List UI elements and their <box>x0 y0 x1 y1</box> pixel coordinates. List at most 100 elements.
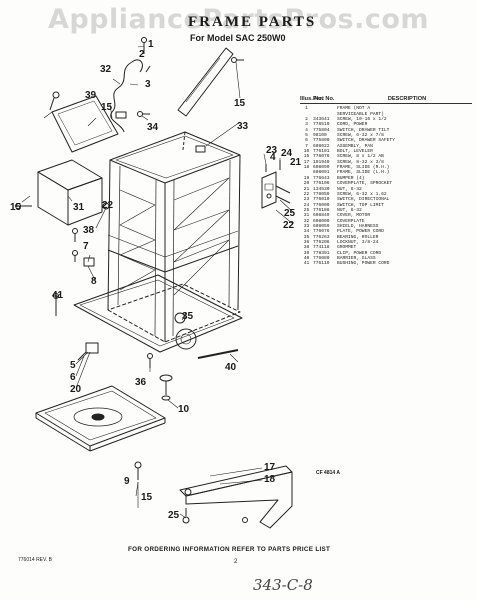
slide-frame-lower <box>179 465 293 529</box>
cell-description: NUT, 6-32 <box>337 186 362 192</box>
cell-illus-no: 15 <box>303 154 310 160</box>
cell-illus-no: 18 <box>303 165 310 171</box>
cell-part-no: 608009 <box>313 218 330 224</box>
callout-15b: 15 <box>234 98 246 109</box>
screws <box>15 37 281 524</box>
cell-illus-no: 24 <box>303 202 310 208</box>
callout-15a: 15 <box>101 102 113 113</box>
cell-part-no: 608091 <box>313 170 330 176</box>
cell-illus-no: 17 <box>303 159 310 165</box>
callout-25a: 25 <box>284 208 296 219</box>
table-row: 2 343641 SCREW, 10-16 x 1/2 <box>300 117 477 122</box>
page-subtitle: For Model SAC 250W0 <box>190 33 286 43</box>
cell-description: SWITCH, TOP LIMIT <box>337 202 384 208</box>
cell-part-no: 608849 <box>313 213 330 219</box>
callout-41: 41 <box>52 290 64 301</box>
cell-description: BEARING, ROLLER <box>337 234 379 240</box>
cell-illus-no: 25 <box>303 207 310 213</box>
cell-part-no: 343641 <box>313 117 330 123</box>
cell-part-no: 608059 <box>313 223 330 229</box>
callout-9: 9 <box>124 476 130 487</box>
callout-40: 40 <box>225 362 237 373</box>
leader-lines <box>21 45 294 519</box>
cell-part-no: 776119 <box>313 261 330 267</box>
cell-description: ASSEMBLY, PAN <box>337 143 373 149</box>
cell-description: COVERPLATE <box>337 218 365 224</box>
cell-description: FRAME, SLIDE (R.H.) <box>337 165 390 171</box>
cell-part-no: 134530 <box>313 186 330 192</box>
cell-part-no: 776010 <box>313 197 330 203</box>
motor-cover <box>37 159 103 226</box>
cell-description: BOLT, LEVELER <box>337 149 373 155</box>
watermark: AppliancePartsPros.com <box>47 4 430 35</box>
header-divider <box>300 103 472 105</box>
cell-illus-no: 19 <box>303 175 310 181</box>
callout-22b: 22 <box>102 200 114 211</box>
cell-description: SCREW, 10-16 x 1/2 <box>337 117 387 123</box>
cell-description: FRAME (NOT A <box>337 106 371 112</box>
pan-assembly <box>35 385 166 452</box>
callout-8: 8 <box>91 276 97 287</box>
cell-illus-no: 36 <box>303 239 310 245</box>
callout-18: 18 <box>264 474 276 485</box>
glass-barrier <box>197 349 239 359</box>
cell-description: BUMPER (4) <box>337 175 365 181</box>
cell-description: SCREW, 6-32 x 1.62 <box>337 191 387 197</box>
cell-description: SWITCH, DRAWER SAFETY <box>337 138 395 144</box>
callout-36: 36 <box>135 377 147 388</box>
frame-cabinet <box>73 131 243 353</box>
cell-description: SWITCH, DIRECTIONAL <box>337 197 390 203</box>
cell-description: GROMMET <box>337 245 357 251</box>
cell-description: SCREW, 8-32 x 3/8 <box>337 159 384 165</box>
callout-17: 17 <box>264 462 276 473</box>
cell-part-no: 608022 <box>313 143 330 149</box>
callout-25b: 25 <box>168 510 180 521</box>
cell-part-no: 776106 <box>313 181 330 187</box>
callout-22a: 22 <box>283 220 295 231</box>
cell-illus-no: 35 <box>303 234 310 240</box>
table-header: Illus. No. Part No. DESCRIPTION <box>300 96 477 102</box>
page-title: FRAME PARTS <box>188 14 317 30</box>
cell-illus-no: 21 <box>303 186 310 192</box>
callout-4: 4 <box>270 152 276 163</box>
table-row: SERVICEABLE PART) <box>300 112 477 117</box>
cell-part-no: 776076 <box>313 154 330 160</box>
cell-illus-no: 32 <box>303 218 310 224</box>
header-part-no: Part No. <box>313 96 335 102</box>
callout-31: 31 <box>73 202 85 213</box>
cell-illus-no: 41 <box>303 261 310 267</box>
cell-illus-no: 39 <box>303 250 310 256</box>
header-illus-no: Illus. No. <box>300 96 324 102</box>
cell-part-no: 98100 <box>313 133 327 139</box>
cell-description: FRAME, SLIDE (L.H.) <box>337 170 390 176</box>
cell-part-no: 776206 <box>313 239 330 245</box>
cell-description: SHIELD, HARNESS <box>337 223 379 229</box>
callout-5: 5 <box>70 360 76 371</box>
cell-illus-no: 2 <box>305 117 308 123</box>
page-number: 2 <box>234 559 238 565</box>
cell-illus-no: 1 <box>305 106 308 112</box>
cell-description: COVER, MOTOR <box>337 213 371 219</box>
callout-32: 32 <box>100 64 112 75</box>
figure-code: CF 4814 A <box>316 470 340 476</box>
slide-frame-upper <box>177 47 234 117</box>
